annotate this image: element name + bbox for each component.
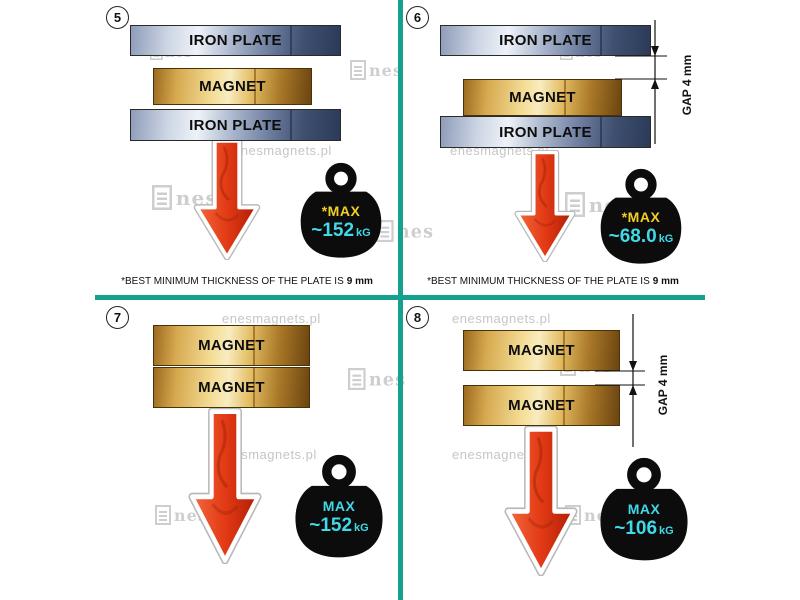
- iron-plate-label: IRON PLATE: [499, 123, 592, 141]
- panel8-top-magnet: MAGNET: [463, 330, 620, 371]
- iron-plate-label: IRON PLATE: [499, 32, 592, 49]
- weight-unit: kG: [658, 232, 674, 245]
- iron-plate-label: IRON PLATE: [189, 32, 282, 49]
- weight-value: ~68.0: [608, 225, 657, 247]
- panel7-top-magnet: MAGNET: [153, 325, 310, 366]
- pull-arrow: [504, 426, 578, 576]
- gap-dimension: [595, 314, 645, 447]
- watermark-text: enesmagnets.pl: [452, 311, 551, 326]
- panel8-number: 8: [406, 306, 429, 329]
- iron-plate-label: IRON PLATE: [189, 116, 282, 134]
- magnet-label: MAGNET: [509, 89, 576, 106]
- panel7-bottom-magnet: MAGNET: [153, 367, 310, 408]
- panel6-gap-label: GAP 4 mm: [680, 54, 694, 116]
- weight-max-label: *MAX: [621, 209, 661, 225]
- magnet-label: MAGNET: [508, 397, 575, 414]
- kettlebell-icon: [600, 168, 682, 264]
- watermark-text: enesmagnets.pl: [233, 143, 332, 158]
- panel6-magnet: MAGNET: [463, 79, 622, 116]
- horizontal-divider: [95, 295, 705, 300]
- pull-arrow: [514, 150, 576, 262]
- enes-logo-icon: [350, 60, 366, 80]
- magnet-label: MAGNET: [198, 337, 265, 354]
- panel8-gap-label: GAP 4 mm: [656, 354, 670, 416]
- weight-value: ~106: [614, 517, 658, 539]
- panel7-number: 7: [106, 306, 129, 329]
- weight-value: ~152: [311, 219, 355, 241]
- magnet-label: MAGNET: [198, 379, 265, 396]
- weight-max-label: MAX: [627, 500, 661, 517]
- weight-max-label: MAX: [322, 497, 356, 514]
- enes-logo-icon: [152, 185, 172, 210]
- enes-logo-icon: [348, 368, 366, 390]
- panel6-top-iron-plate: IRON PLATE: [440, 25, 651, 56]
- magnet-label: MAGNET: [199, 78, 266, 95]
- enes-logo: nes: [348, 368, 406, 390]
- pull-arrow: [193, 138, 261, 260]
- weight-max-label: *MAX: [321, 203, 361, 219]
- weight-value: ~152: [309, 514, 353, 536]
- enes-logo-icon: [565, 192, 585, 217]
- panel5-magnet: MAGNET: [153, 68, 312, 105]
- weight-unit: kG: [356, 226, 371, 239]
- kettlebell-icon: [300, 162, 382, 258]
- kettlebell-icon: [600, 457, 688, 561]
- kettlebell-icon: [295, 454, 383, 558]
- panel8-bottom-magnet: MAGNET: [463, 385, 620, 426]
- weight-unit: kG: [354, 521, 369, 534]
- magnet-label: MAGNET: [508, 342, 575, 359]
- panel5-top-iron-plate: IRON PLATE: [130, 25, 341, 56]
- panel5-number: 5: [106, 6, 129, 29]
- enes-logo: nes: [152, 185, 218, 210]
- vertical-divider: [398, 0, 403, 600]
- pull-arrow: [188, 408, 262, 564]
- watermark-text: enesmagnets.pl: [222, 311, 321, 326]
- panel5-bottom-iron-plate: IRON PLATE: [130, 109, 341, 141]
- weight-unit: kG: [659, 524, 674, 537]
- watermark-text: enesmagnets.pl: [218, 447, 317, 462]
- panel6-bottom-iron-plate: IRON PLATE: [440, 116, 651, 148]
- enes-logo: nes: [376, 220, 434, 242]
- enes-logo: nes: [350, 60, 403, 80]
- panel6-number: 6: [406, 6, 429, 29]
- enes-logo-icon: [155, 505, 171, 525]
- gap-dimension: [615, 20, 667, 144]
